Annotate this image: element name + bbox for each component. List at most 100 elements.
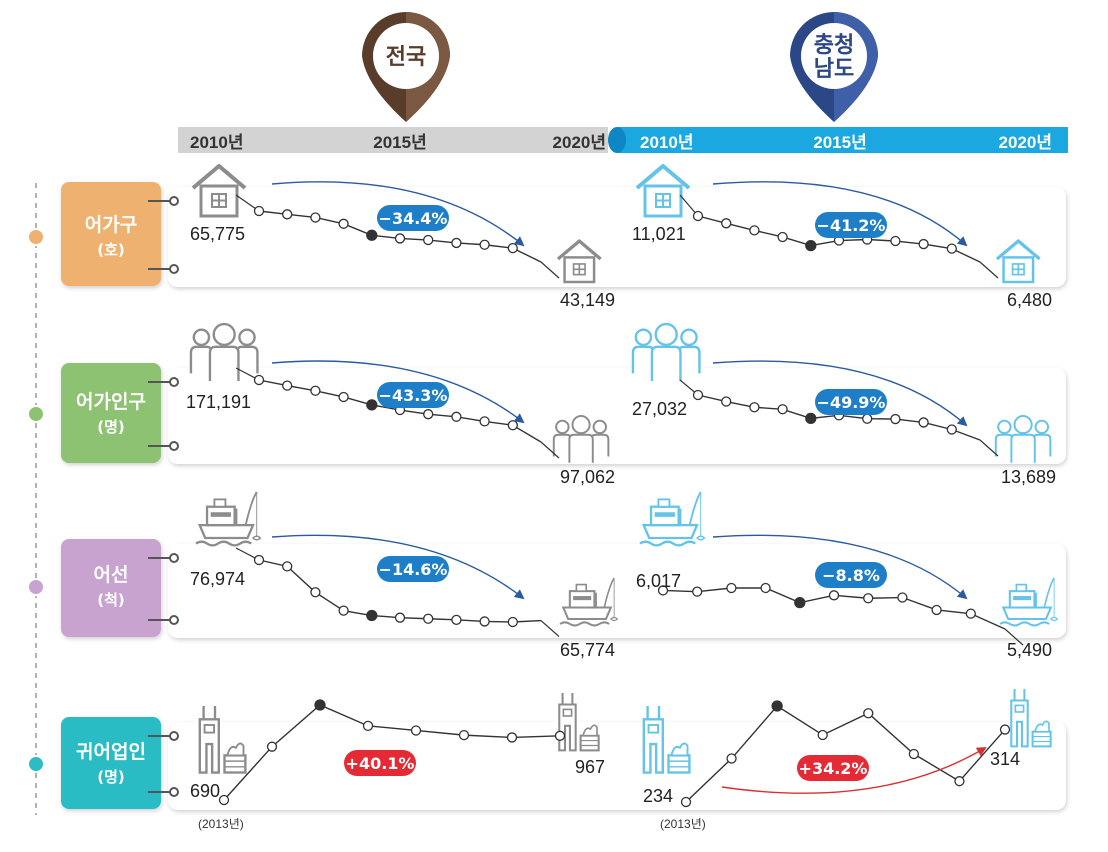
data-point	[657, 585, 669, 596]
data-point	[777, 231, 788, 243]
category-label: 어선	[94, 564, 129, 586]
data-point	[366, 229, 378, 241]
wave	[195, 540, 252, 547]
data-point	[863, 708, 874, 719]
timeline-dot	[27, 755, 45, 773]
boat-hull	[197, 523, 255, 540]
fish-crate	[223, 754, 247, 774]
end-value-label: 13,689	[1001, 467, 1056, 487]
category-unit: (명)	[97, 768, 125, 786]
binder-ring-end	[169, 731, 179, 741]
category-tab	[61, 182, 161, 286]
data-point	[282, 380, 293, 391]
person-head	[192, 328, 211, 347]
data-point	[946, 424, 957, 435]
series-line	[223, 704, 561, 801]
binder-ring-end	[169, 264, 179, 274]
wave	[639, 540, 696, 547]
house-icon	[995, 239, 1041, 284]
start-value-label: 234	[643, 786, 673, 806]
fish	[609, 616, 619, 622]
boat-bridge	[1015, 583, 1028, 592]
category-unit: (명)	[97, 418, 125, 436]
row-strip-3	[168, 722, 1066, 810]
suspenders	[646, 706, 661, 720]
data-point	[794, 596, 806, 609]
data-point	[479, 616, 490, 627]
person-head	[592, 419, 608, 435]
trend-arrow	[712, 181, 968, 247]
person-body	[189, 345, 214, 374]
category-unit: (척)	[97, 591, 125, 609]
house-roof	[556, 239, 602, 261]
fishing-boat-icon	[639, 491, 706, 547]
person-head	[212, 322, 236, 347]
data-point	[507, 616, 518, 628]
person-head	[634, 328, 653, 347]
person-head	[997, 419, 1012, 435]
fish-in-crate	[582, 724, 598, 737]
boat-windows	[1013, 596, 1032, 601]
trend-arrow	[271, 360, 525, 424]
data-point	[760, 582, 771, 594]
change-badge	[377, 382, 449, 408]
data-point	[897, 592, 908, 603]
axis-bar-province	[618, 127, 1068, 153]
boat-windows	[210, 512, 231, 517]
change-badge	[797, 755, 869, 781]
change-badge	[377, 205, 449, 231]
data-point	[338, 391, 349, 403]
data-point	[253, 374, 265, 386]
house-icon	[191, 164, 247, 218]
category-tab	[61, 539, 161, 637]
fisherman-icon	[1010, 689, 1052, 748]
fish-in-crate	[670, 742, 689, 757]
fisherman-icon	[198, 706, 247, 774]
boat-windows	[654, 512, 675, 517]
binder-ring-end	[169, 553, 179, 563]
house-roof	[995, 239, 1041, 261]
data-point	[805, 239, 817, 252]
boat-bridge	[657, 498, 671, 508]
data-point	[890, 413, 901, 425]
data-point	[310, 587, 321, 598]
axis-year-label: 2010년	[640, 133, 693, 152]
axis-year-label: 2010년	[190, 133, 243, 152]
pin-label: 전국	[386, 45, 426, 70]
change-label: +34.2%	[799, 759, 868, 778]
suspenders	[561, 693, 574, 705]
person-body	[1010, 433, 1036, 463]
axis-year-label: 2020년	[553, 133, 606, 152]
pin-face	[801, 23, 867, 89]
change-label: +40.1%	[346, 754, 415, 773]
house-icon	[556, 239, 602, 284]
boat-bridge	[575, 583, 588, 592]
data-point	[954, 776, 965, 787]
category-label: 어가구	[85, 214, 137, 236]
map-pin-0: 전국	[362, 12, 450, 122]
data-point	[749, 402, 760, 413]
category-label: 귀어업인	[76, 741, 146, 763]
data-point	[451, 614, 462, 625]
fishing-rod	[688, 491, 702, 526]
data-point	[680, 796, 692, 808]
data-point	[338, 605, 349, 616]
axis-year-label: 2015년	[373, 133, 426, 152]
binder-ring-end	[169, 615, 179, 625]
data-point	[282, 561, 293, 572]
data-point	[218, 794, 230, 806]
leader-line	[979, 439, 999, 457]
house-roof	[635, 164, 691, 190]
data-point	[451, 411, 462, 422]
person-body	[552, 433, 572, 457]
change-badge	[815, 389, 887, 415]
row-strip-0	[168, 187, 1066, 287]
change-badge	[815, 212, 887, 238]
suspenders	[202, 706, 217, 720]
trend-arrow	[271, 534, 525, 600]
fish-crate	[579, 734, 600, 752]
data-point	[338, 218, 349, 229]
